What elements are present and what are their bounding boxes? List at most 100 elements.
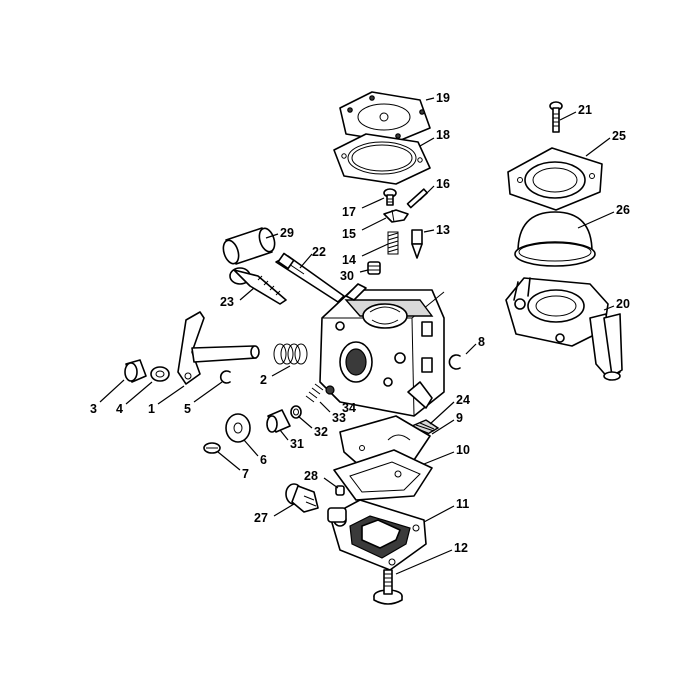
part-7-screw: [203, 442, 221, 454]
callout-1: 1: [148, 402, 155, 416]
part-1-throttle-lever: [177, 311, 260, 385]
leader-33: [319, 401, 331, 413]
part-31-jet: [266, 409, 291, 433]
callout-17: 17: [342, 205, 356, 219]
callout-26: 26: [616, 203, 630, 217]
callout-29: 29: [280, 226, 294, 240]
callout-15: 15: [342, 227, 356, 241]
callout-28: 28: [304, 469, 318, 483]
callout-27: 27: [254, 511, 268, 525]
leader-3: [99, 379, 125, 403]
callout-21: 21: [578, 103, 592, 117]
callout-31: 31: [290, 437, 304, 451]
leader-11: [423, 505, 455, 523]
leader-32: [297, 415, 313, 429]
callout-9: 9: [456, 411, 463, 425]
callout-5: 5: [184, 402, 191, 416]
callout-33: 33: [332, 411, 346, 425]
callout-30: 30: [340, 269, 354, 283]
callout-14: 14: [342, 253, 356, 267]
part-28-valve: [335, 485, 345, 496]
leader-21: [559, 111, 577, 121]
part-13-inlet-needle: [411, 229, 423, 259]
part-23-idle-screw: [229, 267, 287, 305]
part-11-pump-cover: [327, 499, 427, 571]
leader-30: [359, 269, 369, 273]
leader-8: [465, 343, 477, 355]
leader-5: [193, 381, 223, 403]
part-20-pump-housing: [505, 277, 623, 381]
leader-2: [271, 365, 291, 377]
callout-16: 16: [436, 177, 450, 191]
part-32-ring: [290, 405, 302, 419]
leader-29: [265, 233, 279, 239]
part-30-plug: [367, 261, 381, 275]
leader-lines: [99, 97, 615, 575]
part-2-spring: [273, 343, 308, 365]
part-34-ball: [325, 385, 335, 395]
part-5-clip: [219, 370, 231, 384]
leader-6: [243, 439, 259, 457]
leader-24: [429, 401, 455, 425]
leader-28: [323, 477, 339, 489]
part-3-nut: [124, 359, 147, 383]
callout-labels: 19 18 16 17 15 13 14 30 29 22 23 21 25 2…: [90, 91, 630, 555]
callout-8: 8: [478, 335, 485, 349]
leader-17: [361, 197, 385, 209]
callout-7: 7: [242, 467, 249, 481]
leader-18: [419, 137, 435, 147]
leader-13: [423, 229, 435, 233]
callout-4: 4: [116, 402, 123, 416]
callout-32: 32: [314, 425, 328, 439]
callout-11: 11: [456, 497, 469, 511]
leader-26: [577, 211, 615, 229]
callout-24: 24: [456, 393, 470, 407]
part-25-gasket: [507, 147, 603, 211]
callout-20: 20: [616, 297, 630, 311]
leader-12: [395, 549, 453, 575]
leader-15: [361, 217, 387, 231]
part-6-disc: [225, 413, 251, 443]
leader-27: [273, 503, 295, 517]
part-10-gasket: [333, 449, 433, 501]
callout-12: 12: [454, 541, 468, 555]
callout-23: 23: [220, 295, 234, 309]
leader-4: [125, 381, 153, 405]
callout-18: 18: [436, 128, 450, 142]
part-18-gasket: [333, 133, 431, 185]
part-14-spring: [387, 231, 399, 255]
leader-19: [425, 97, 435, 101]
part-16-pin: [406, 188, 428, 209]
leader-31: [279, 429, 289, 441]
leader-1: [157, 385, 185, 405]
leader-20: [603, 305, 615, 311]
callout-6: 6: [260, 453, 267, 467]
leader-14: [361, 243, 389, 257]
part-15-lever: [383, 209, 409, 223]
leader-23: [239, 287, 255, 301]
callout-3: 3: [90, 402, 97, 416]
callout-34: 34: [342, 401, 356, 415]
part-19-diaphragm: [339, 91, 431, 143]
leader-9: [431, 419, 455, 435]
part-21-screw: [549, 101, 563, 133]
callout-19: 19: [436, 91, 450, 105]
part-17-screw: [383, 188, 397, 206]
part-12-screw: [373, 569, 403, 605]
leader-7: [217, 451, 241, 471]
callout-2: 2: [260, 373, 267, 387]
leader-10: [423, 451, 455, 465]
part-8-clip: [448, 354, 461, 370]
part-27-screw: [285, 483, 319, 513]
callout-22: 22: [312, 245, 326, 259]
leader-16: [419, 185, 435, 201]
part-26-purge-bulb: [514, 211, 596, 267]
part-29-sleeve: [222, 227, 276, 265]
leader-22: [299, 253, 313, 269]
callout-25: 25: [612, 129, 626, 143]
leader-34: [331, 393, 341, 403]
leader-25: [585, 137, 611, 157]
part-4-washer: [150, 366, 170, 382]
part-33-spring: [305, 383, 324, 403]
